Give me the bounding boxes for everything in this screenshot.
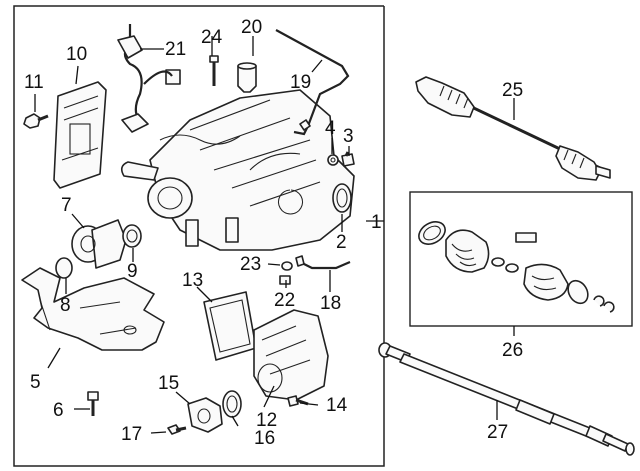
callout-2: 2 [336,232,347,253]
control-module-10 [53,81,107,189]
callout-20: 20 [241,17,262,38]
callout-21: 21 [165,39,186,60]
wiring-harness-21 [117,24,181,133]
callout-7: 7 [61,195,72,216]
housing-12 [253,309,329,401]
vent-tube-19 [275,29,350,136]
plug-3 [341,151,355,167]
nut-8 [55,257,73,279]
callout-17: 17 [121,424,142,445]
seal-2 [332,183,352,213]
washer-23 [281,261,293,271]
half-shaft-25 [415,76,611,181]
callout-22: 22 [274,290,295,311]
callout-6: 6 [53,400,64,421]
bolt-17 [167,424,187,435]
drive-shaft-27 [378,342,635,456]
callout-10: 10 [66,44,87,65]
cover-15 [187,397,223,433]
sensor-20 [237,62,257,93]
mount-bracket-5 [21,267,165,351]
washer-4 [327,154,339,166]
callout-18: 18 [320,293,341,314]
callout-26: 26 [502,340,523,361]
callout-13: 13 [182,270,203,291]
boot-kit-26 [418,221,615,313]
callout-4: 4 [325,118,336,139]
callout-8: 8 [60,295,71,316]
callout-19: 19 [290,72,311,93]
transmission-assembly-1 [120,89,355,251]
leader-lines [34,36,515,434]
callout-11: 11 [24,72,44,93]
seal-9 [122,224,142,248]
vent-tube-18 [295,255,351,270]
bolt-11 [23,113,49,129]
plug-22 [279,275,291,285]
callout-9: 9 [127,261,138,282]
callout-24: 24 [201,27,223,48]
callout-16: 16 [254,428,275,449]
boot-kit-frame-26 [409,191,633,327]
assembly-frame-1 [13,5,385,467]
callout-3: 3 [343,126,354,147]
callout-15: 15 [158,373,179,394]
callout-12: 12 [256,410,277,431]
callout-25: 25 [502,80,523,101]
gasket-16 [222,390,242,418]
gasket-13 [203,291,257,361]
bolt-6 [87,391,99,416]
callout-5: 5 [30,372,41,393]
callout-23: 23 [240,254,261,275]
flange-7 [71,219,127,269]
callout-14: 14 [326,395,348,416]
callout-27: 27 [487,422,508,443]
stud-24 [209,55,219,86]
callout-1: 1 [371,212,382,233]
callout-numbers: 1 2 3 4 5 6 7 8 9 10 11 12 13 14 15 16 1… [24,17,523,449]
